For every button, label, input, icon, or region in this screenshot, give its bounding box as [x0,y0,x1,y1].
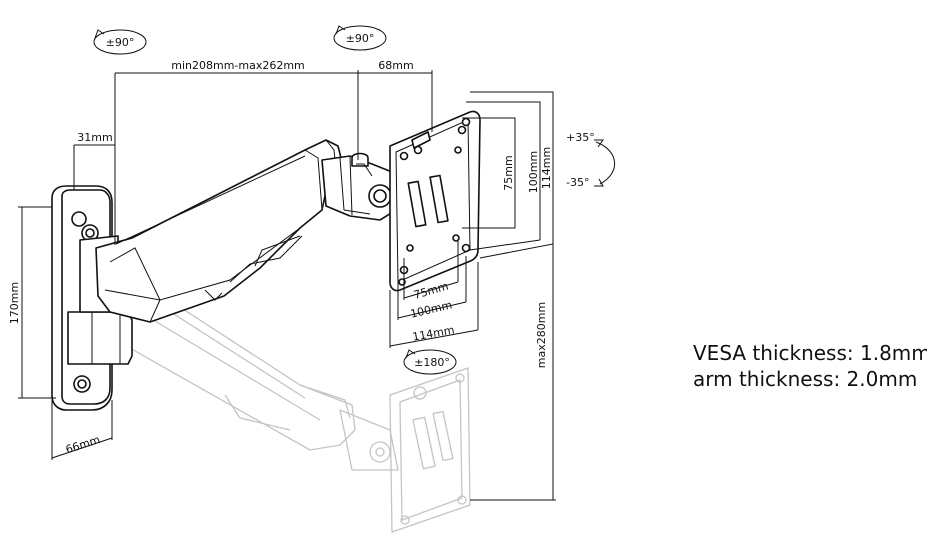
gas-spring-arm [95,139,343,323]
vesa-v100-label: 100mm [527,151,540,193]
vesa-v75-label: 75mm [502,155,515,190]
vesa-h114-label: 114mm [411,323,455,343]
spec-notes: VESA thickness: 1.8mm arm thickness: 2.0… [693,340,927,392]
plate-height-label: 170mm [8,282,21,324]
plate-offset-label: 31mm [77,131,112,144]
vesa-v114-label: 114mm [540,147,553,189]
head-depth-label: 68mm [378,59,413,72]
vesa-h100-label: 100mm [409,298,453,320]
plate-width-label: 66mm [64,433,102,456]
tilt-joint [321,152,397,221]
vesa-thickness-spec: VESA thickness: 1.8mm [693,341,927,365]
head-swivel-label: ±90° [346,32,375,45]
arm-thickness-spec: arm thickness: 2.0mm [693,367,918,391]
rotation-arrows [93,25,616,375]
dimension-lines [18,70,556,501]
rotation-label: ±180° [414,356,450,369]
height-range-label: max280mm [535,302,548,368]
arm-swivel-label: ±90° [106,36,135,49]
tilt-up-label: +35° [566,131,595,144]
reach-label: min208mm-max262mm [171,59,305,72]
tilt-down-label: -35° [566,176,589,189]
